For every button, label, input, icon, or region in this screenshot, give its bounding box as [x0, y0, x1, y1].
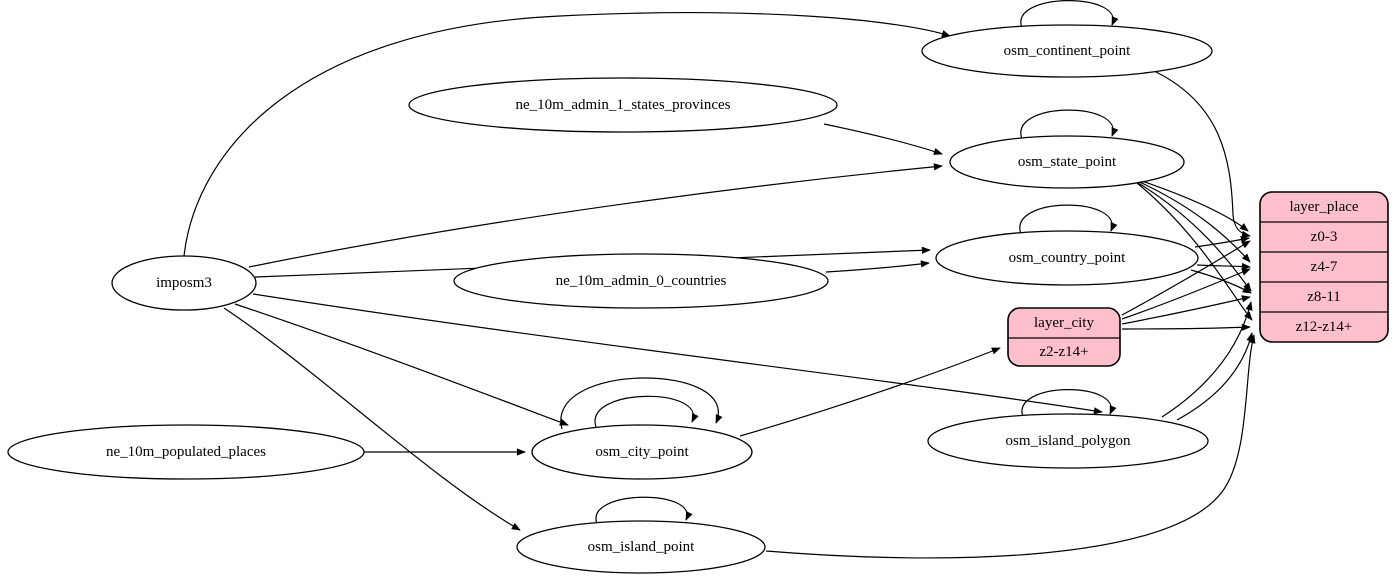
node-osm_continent_point-label: osm_continent_point — [1004, 43, 1131, 59]
node-osm_island_point: osm_island_point — [516, 520, 766, 574]
edge-ne_10m_admin_1_states_provinces-to-osm_state_point — [823, 123, 943, 155]
edge-osm_island_polygon-to-layer_place.z12-z14+ — [1176, 332, 1254, 421]
node-osm_city_point-label: osm_city_point — [595, 444, 689, 460]
node-osm_city_point-shape — [531, 424, 753, 480]
edge-osm_country_point-to-layer_place.z4-7 — [1196, 262, 1251, 271]
edge-osm_city_point-to-osm_city_point — [560, 377, 723, 430]
edge-osm_state_point-to-layer_place.z0-3 — [1129, 176, 1249, 232]
edge-layer_city-to-layer_place.z4-7 — [1121, 268, 1251, 320]
node-ne_10m_populated_places: ne_10m_populated_places — [7, 424, 365, 480]
node-imposm3-shape — [111, 255, 257, 311]
record-layer_city-row-z2-z14+: z2-z14+ — [1039, 344, 1088, 360]
node-osm_continent_point-shape — [921, 24, 1213, 78]
edge-osm_country_point-to-layer_place.z0-3 — [1194, 236, 1250, 248]
edge-osm_island_polygon-to-osm_island_polygon — [1021, 389, 1117, 418]
edge-osm_island_point-to-osm_island_point — [595, 496, 693, 525]
node-ne_10m_admin_0_countries-shape — [453, 253, 829, 309]
node-ne_10m_admin_0_countries: ne_10m_admin_0_countries — [453, 253, 829, 309]
record-layer_city: layer_city z2-z14+ — [1007, 307, 1121, 367]
edge-osm_state_point-to-layer_place.z4-7 — [1132, 178, 1251, 263]
node-osm_island_polygon: osm_island_polygon — [927, 413, 1209, 469]
node-osm_state_point-shape — [949, 135, 1185, 189]
edge-osm_continent_point-to-osm_continent_point — [1020, 0, 1119, 29]
record-layer_city-shape — [1007, 307, 1121, 367]
node-osm_island_point-label: osm_island_point — [588, 539, 696, 555]
edge-layer_city-to-layer_place.z8-11 — [1121, 295, 1251, 325]
node-imposm3-label: imposm3 — [156, 275, 212, 291]
node-imposm3: imposm3 — [111, 255, 257, 311]
node-ne_10m_admin_1_states_provinces: ne_10m_admin_1_states_provinces — [408, 77, 838, 133]
node-ne_10m_populated_places-shape — [7, 424, 365, 480]
record-layer_place-row-z8-11: z8-11 — [1307, 289, 1341, 305]
node-osm_state_point-label: osm_state_point — [1018, 154, 1117, 170]
edge-imposm3-to-osm_city_point — [234, 303, 569, 426]
record-layer_place-row-z4-7: z4-7 — [1311, 259, 1338, 275]
edge-osm_state_point-to-osm_state_point — [1020, 109, 1119, 140]
edge-osm_island_polygon-to-layer_place.z8-11 — [1161, 301, 1253, 418]
edge-osm_city_point-to-osm_city_point — [594, 395, 699, 428]
node-ne_10m_populated_places-label: ne_10m_populated_places — [106, 444, 266, 460]
node-osm_country_point-label: osm_country_point — [1009, 250, 1126, 266]
node-ne_10m_admin_1_states_provinces-shape — [408, 77, 838, 133]
edge-imposm3-to-osm_continent_point — [183, 12, 951, 257]
node-osm_continent_point: osm_continent_point — [921, 24, 1213, 78]
record-layer_place-shape — [1259, 191, 1389, 343]
edge-layer_city-to-layer_place.z0-3 — [1121, 240, 1251, 316]
edge-imposm3-to-osm_island_point — [223, 307, 521, 531]
node-osm_island_point-shape — [516, 520, 766, 574]
record-layer_place-row-z0-3: z0-3 — [1311, 229, 1338, 245]
node-osm_island_polygon-shape — [927, 413, 1209, 469]
edge-imposm3-to-osm_island_polygon — [252, 293, 1103, 415]
record-layer_place: layer_place z0-3 z4-7 z8-11 z12-z14+ — [1259, 191, 1389, 343]
edge-osm_state_point-to-layer_place.z12-z14+ — [1136, 182, 1253, 321]
node-osm_country_point: osm_country_point — [935, 230, 1199, 286]
edge-osm_country_point-to-osm_country_point — [1019, 204, 1118, 235]
record-layer_place-row-z12-z14+: z12-z14+ — [1296, 319, 1353, 335]
node-osm_city_point: osm_city_point — [531, 424, 753, 480]
edge-imposm3-to-osm_state_point — [248, 163, 943, 268]
edge-ne_10m_admin_0_countries-to-osm_country_point — [825, 260, 930, 273]
edge-layer_city-to-layer_place.z12-z14+ — [1121, 323, 1251, 331]
node-ne_10m_admin_1_states_provinces-label: ne_10m_admin_1_states_provinces — [516, 97, 731, 113]
node-ne_10m_admin_0_countries-label: ne_10m_admin_0_countries — [556, 273, 727, 289]
record-layer_place-title: layer_place — [1289, 199, 1358, 215]
node-osm_state_point: osm_state_point — [949, 135, 1185, 189]
edge-osm_state_point-to-layer_place.z8-11 — [1134, 180, 1252, 292]
edge-osm_country_point-to-layer_place.z8-11 — [1190, 269, 1252, 294]
node-osm_country_point-shape — [935, 230, 1199, 286]
node-osm_island_polygon-label: osm_island_polygon — [1005, 433, 1131, 449]
record-layer_city-title: layer_city — [1034, 315, 1094, 331]
edge-osm_island_point-to-layer_place.z12-z14+ — [765, 334, 1256, 559]
edge-osm_city_point-to-layer_city.z2-z14+ — [739, 347, 1001, 437]
